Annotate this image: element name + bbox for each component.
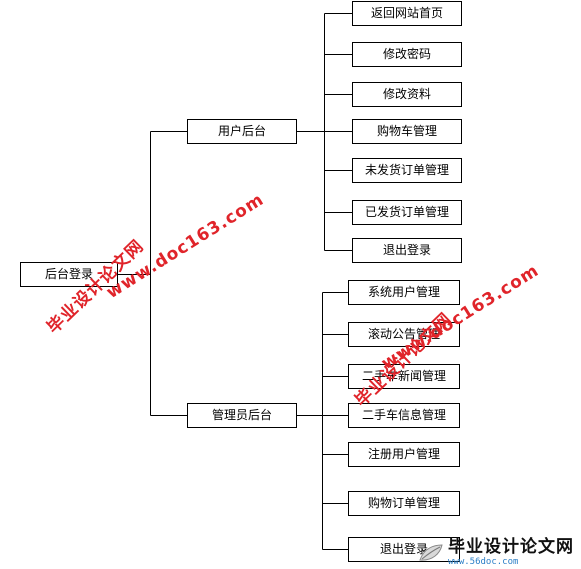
root-node: 后台登录 — [20, 262, 118, 287]
leaf-node: 退出登录 — [352, 238, 462, 263]
leaf-logo-icon — [418, 542, 444, 564]
leaf-node: 二手车信息管理 — [348, 403, 460, 428]
leaf-node: 注册用户管理 — [348, 442, 460, 467]
leaf-node: 二手车新闻管理 — [348, 364, 460, 389]
logo-url: www.56doc.com — [448, 556, 519, 567]
leaf-node: 返回网站首页 — [352, 1, 462, 26]
site-logo: 毕业设计论文网 www.56doc.com — [418, 536, 581, 569]
leaf-node: 购物车管理 — [352, 119, 462, 144]
leaf-node: 修改资料 — [352, 82, 462, 107]
branch-node-admin-backend: 管理员后台 — [187, 403, 297, 428]
leaf-node: 退出登录 — [348, 537, 460, 562]
leaf-node: 滚动公告管理 — [348, 322, 460, 347]
leaf-node: 修改密码 — [352, 42, 462, 67]
leaf-node: 未发货订单管理 — [352, 158, 462, 183]
leaf-node: 购物订单管理 — [348, 491, 460, 516]
logo-title: 毕业设计论文网 — [448, 536, 574, 557]
leaf-node: 已发货订单管理 — [352, 200, 462, 225]
branch-node-user-backend: 用户后台 — [187, 119, 297, 144]
leaf-node: 系统用户管理 — [348, 280, 460, 305]
